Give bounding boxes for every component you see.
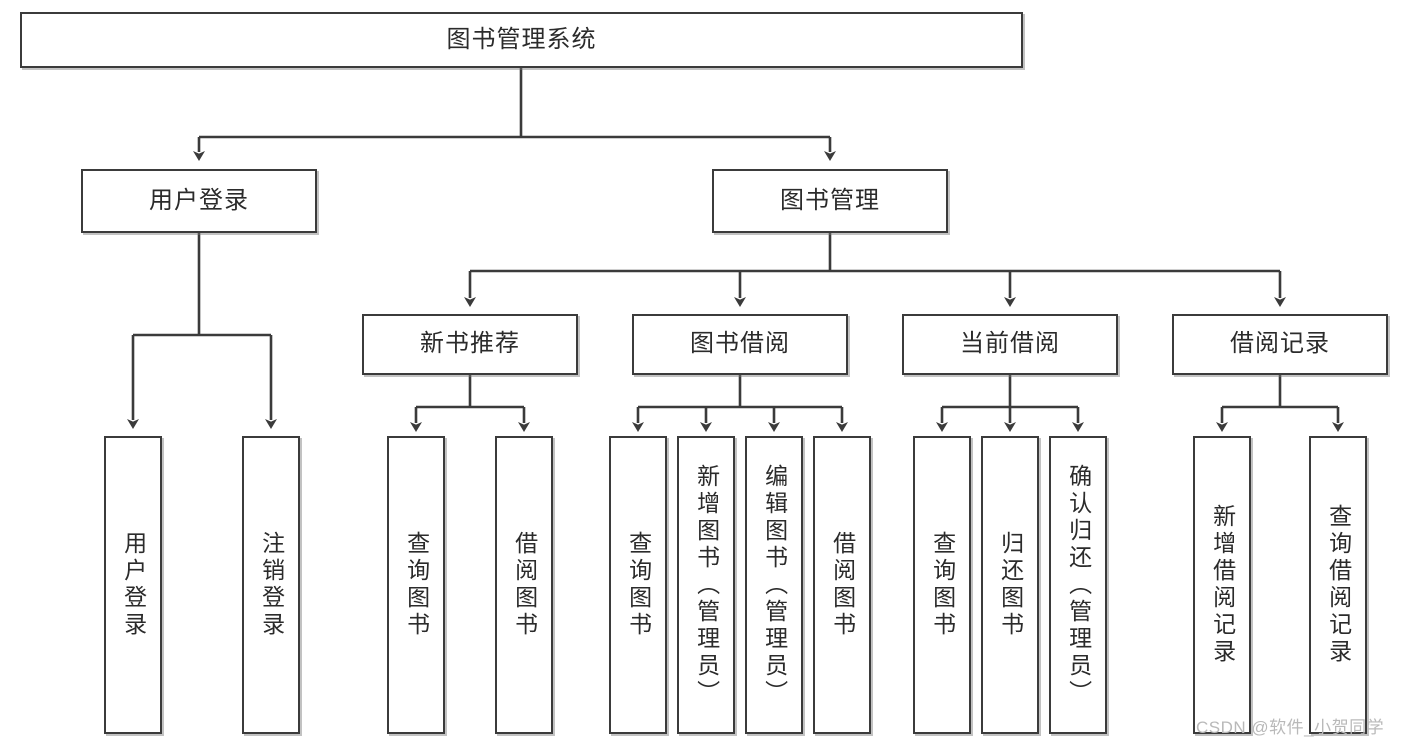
node-label: 确认归还（管理员） (1065, 463, 1092, 707)
node-book-borrow[interactable]: 图书借阅 (632, 314, 848, 375)
node-label: 新书推荐 (420, 330, 520, 358)
node-leaf-query-book-1[interactable]: 查询图书 (387, 436, 445, 734)
node-label: 注销登录 (258, 531, 285, 639)
node-label: 用户登录 (120, 531, 147, 639)
csdn-watermark: CSDN @软件_小贺同学 (1196, 718, 1385, 737)
node-leaf-return-book[interactable]: 归还图书 (981, 436, 1039, 734)
node-label: 借阅记录 (1230, 330, 1330, 358)
node-new-book-recommend[interactable]: 新书推荐 (362, 314, 578, 375)
node-label: 新增图书（管理员） (693, 463, 720, 707)
node-leaf-confirm-return[interactable]: 确认归还（管理员） (1049, 436, 1107, 734)
node-label: 借阅图书 (511, 531, 538, 639)
node-label: 编辑图书（管理员） (761, 463, 788, 707)
node-label: 查询借阅记录 (1325, 504, 1352, 666)
node-label: 归还图书 (997, 531, 1024, 639)
node-leaf-query-book-3[interactable]: 查询图书 (913, 436, 971, 734)
node-label: 图书管理系统 (446, 25, 597, 53)
node-label: 图书借阅 (690, 330, 790, 358)
node-borrow-record[interactable]: 借阅记录 (1172, 314, 1388, 375)
node-leaf-add-record[interactable]: 新增借阅记录 (1193, 436, 1251, 734)
node-leaf-add-book[interactable]: 新增图书（管理员） (677, 436, 735, 734)
node-leaf-user-login[interactable]: 用户登录 (104, 436, 162, 734)
node-leaf-borrow-book-2[interactable]: 借阅图书 (813, 436, 871, 734)
node-leaf-edit-book[interactable]: 编辑图书（管理员） (745, 436, 803, 734)
node-current-borrow[interactable]: 当前借阅 (902, 314, 1118, 375)
node-book-management[interactable]: 图书管理 (712, 169, 948, 233)
node-label: 图书管理 (780, 186, 880, 214)
node-label: 新增借阅记录 (1209, 504, 1236, 666)
node-leaf-query-record[interactable]: 查询借阅记录 (1309, 436, 1367, 734)
node-label: 借阅图书 (829, 531, 856, 639)
node-label: 查询图书 (625, 531, 652, 639)
node-book-management-system[interactable]: 图书管理系统 (20, 12, 1023, 68)
node-label: 用户登录 (149, 186, 249, 214)
node-leaf-query-book-2[interactable]: 查询图书 (609, 436, 667, 734)
node-label: 当前借阅 (960, 330, 1060, 358)
node-leaf-borrow-book-1[interactable]: 借阅图书 (495, 436, 553, 734)
node-label: 查询图书 (403, 531, 430, 639)
node-user-login[interactable]: 用户登录 (81, 169, 317, 233)
node-leaf-logout-login[interactable]: 注销登录 (242, 436, 300, 734)
node-label: 查询图书 (929, 531, 956, 639)
